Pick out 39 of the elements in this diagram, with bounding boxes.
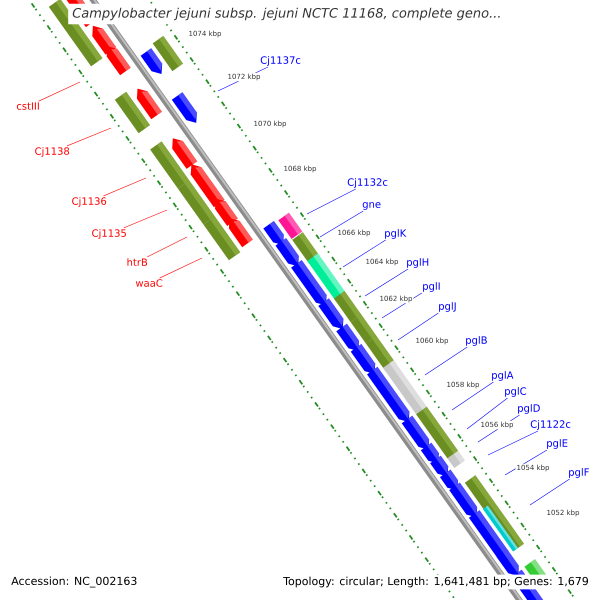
info-text: Topology: circular; Length: 1,641,481 bp; Genes: 1,679 [281, 574, 591, 590]
gene-label: pglB [466, 336, 487, 346]
title: Campylobacter jejuni subsp. jejuni NCTC 11168, complete geno... [68, 4, 506, 24]
gene-label: pglH [407, 258, 428, 268]
leader-line [488, 430, 538, 456]
leader-line [123, 210, 168, 228]
leader-line [306, 188, 356, 214]
leader-line [66, 128, 112, 146]
gene-label: pglC [505, 387, 526, 397]
gene-label: pglJ [439, 302, 456, 312]
leader-line [38, 82, 80, 102]
leader-line [424, 346, 468, 376]
leader-line [146, 236, 188, 258]
gene-label: pglK [385, 229, 406, 239]
leader-line [320, 210, 364, 238]
gene-label: htrB [127, 258, 148, 266]
leader-line [530, 478, 570, 506]
leader-line [159, 258, 202, 278]
gene-label: Cj1132c [348, 178, 388, 188]
gene-label: pglF [569, 468, 589, 478]
gene-label: cstIII [16, 102, 39, 110]
gene-label: Cj1138 [35, 147, 70, 157]
leader-line [364, 268, 408, 296]
info-text: Accession: NC_002163 [9, 574, 140, 590]
leader-line [466, 398, 508, 430]
gene-label: pglI [423, 282, 440, 292]
leader-line [452, 382, 494, 410]
gene-label: pglA [492, 371, 514, 381]
gene-label: Cj1135 [92, 229, 126, 239]
gene-label: gne [362, 202, 381, 210]
gene-label: Cj1122c [530, 420, 570, 430]
leader-line [342, 240, 386, 268]
gene-label: pglE [547, 439, 568, 449]
gene-label: waaC [136, 279, 162, 287]
leader-line [398, 312, 439, 340]
leader-line [103, 178, 146, 196]
gene-label: pglD [518, 404, 540, 414]
gene-label: Cj1137c [260, 56, 300, 66]
gene-label: Cj1136 [72, 197, 106, 207]
